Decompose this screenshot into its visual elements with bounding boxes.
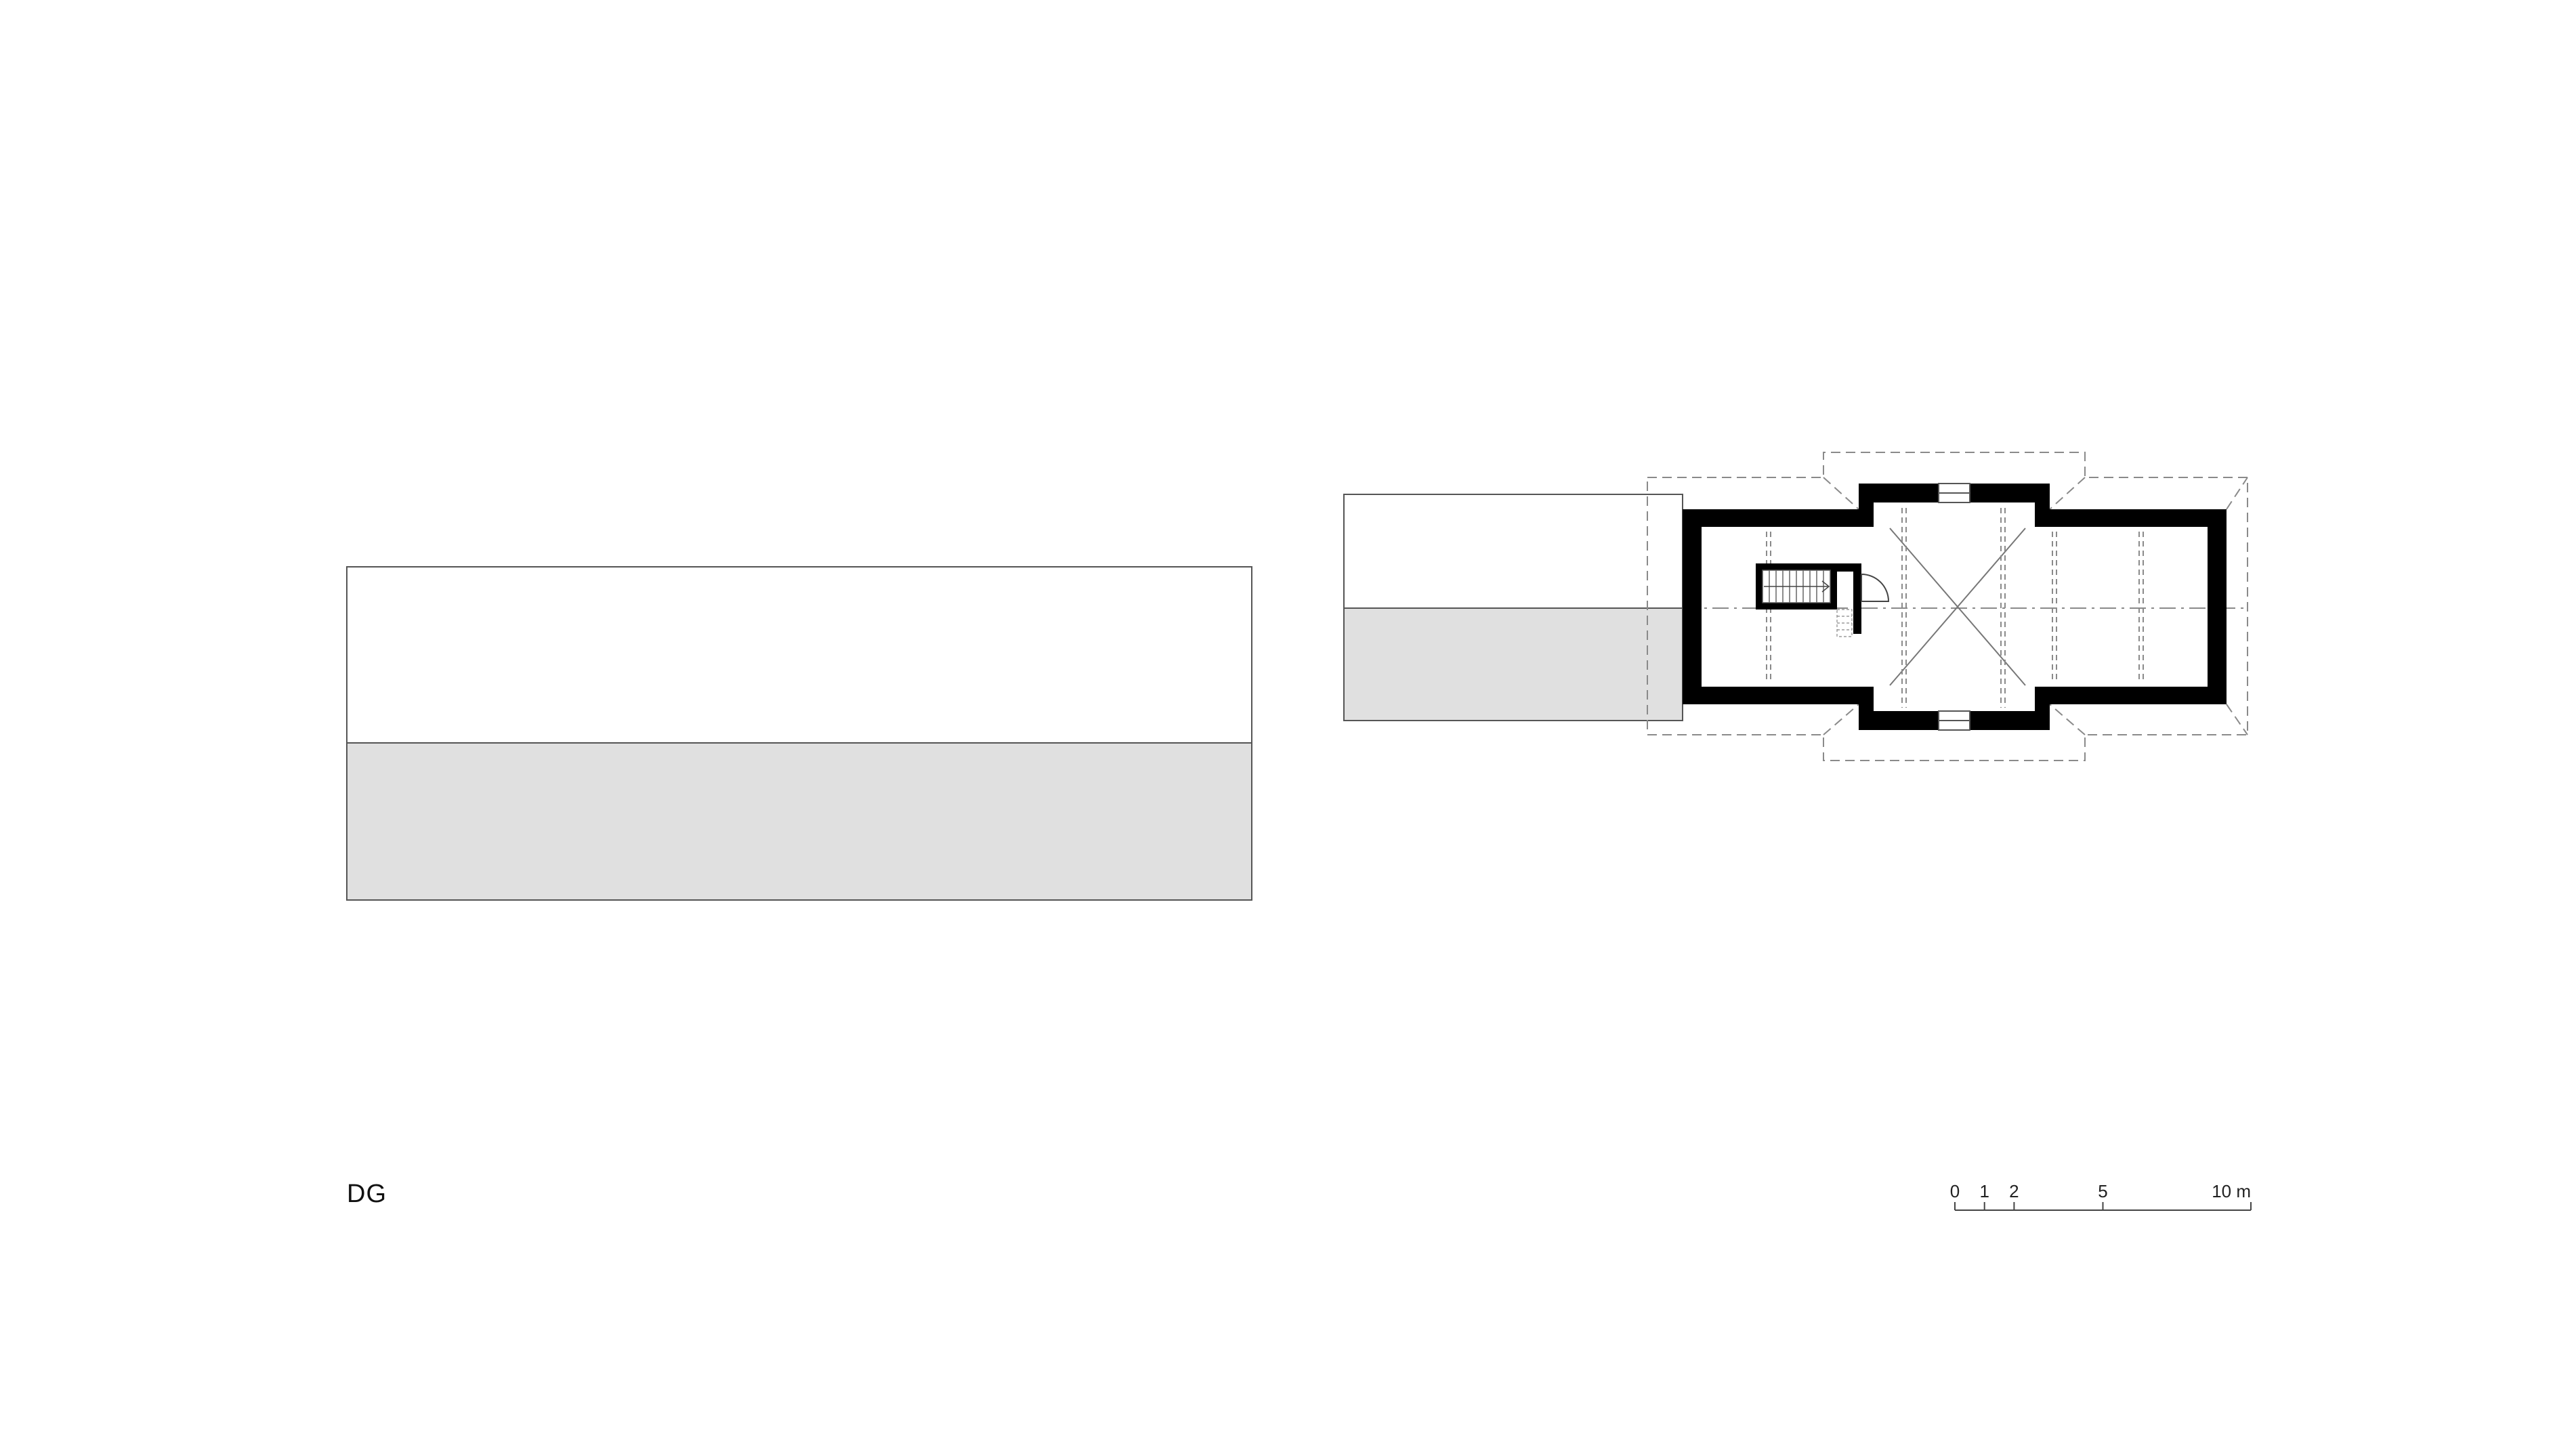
door-swing [1861, 573, 1890, 602]
stair-below [1836, 609, 1853, 637]
void-cross [1889, 528, 2026, 686]
scale-bar-label: 10 m [2212, 1181, 2251, 1201]
scale-bar-label: 0 [1950, 1181, 1960, 1201]
rafter-lines [1766, 508, 2144, 708]
staircase [1756, 563, 1890, 637]
scale-bar-label: 5 [2098, 1181, 2107, 1201]
adjacent-building [1343, 494, 1683, 721]
level-label: DG [347, 1180, 387, 1208]
partition-stub [1837, 563, 1861, 572]
partition-wall [1853, 563, 1861, 634]
left-roof-view [346, 566, 1252, 901]
adjacent-lower-shaded [1343, 607, 1683, 721]
roof-lower-plane-shaded [346, 742, 1252, 901]
scale-bar-label: 1 [1979, 1181, 1989, 1201]
adjacent-upper [1343, 494, 1683, 609]
scale-bar-label: 2 [2009, 1181, 2019, 1201]
windows [1938, 483, 1970, 731]
roof-upper-plane [346, 566, 1252, 744]
